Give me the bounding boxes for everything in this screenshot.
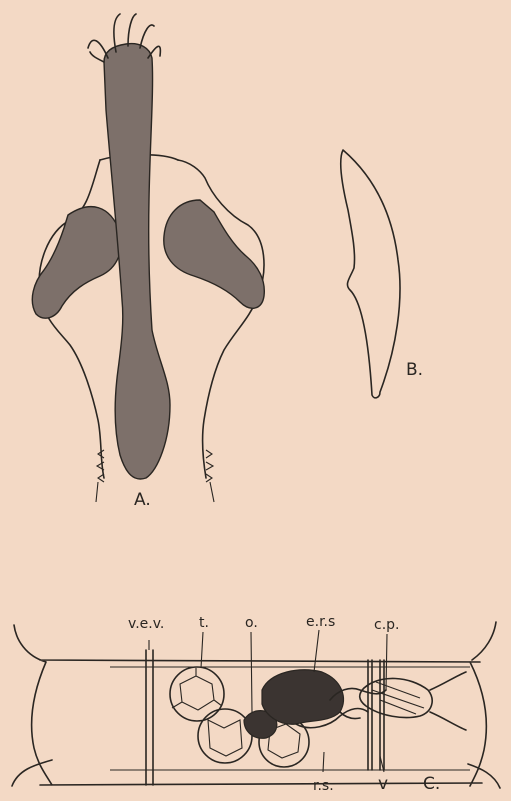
label-vev: v.e.v. <box>128 617 164 631</box>
label-ers: e.r.s <box>306 615 335 629</box>
label-rs: r.s. <box>313 779 334 793</box>
right-bulb <box>164 200 265 308</box>
ers-mass <box>262 670 343 725</box>
vev-lines <box>146 650 153 785</box>
figure-label-c: C. <box>423 776 440 793</box>
segment-outline <box>12 622 500 788</box>
figure-a-drawing <box>32 14 264 502</box>
vessel-lines <box>368 660 384 770</box>
label-v: v <box>378 776 388 793</box>
figure-b-hook <box>341 150 400 398</box>
label-o: o. <box>245 616 258 630</box>
label-t: t. <box>199 616 209 630</box>
figure-label-b: B. <box>406 362 423 379</box>
neck-right-edge <box>206 450 214 502</box>
figure-label-a: A. <box>134 492 151 509</box>
figure-c-drawing <box>12 622 500 788</box>
left-bulb <box>32 207 121 318</box>
label-cp: c.p. <box>374 618 399 632</box>
